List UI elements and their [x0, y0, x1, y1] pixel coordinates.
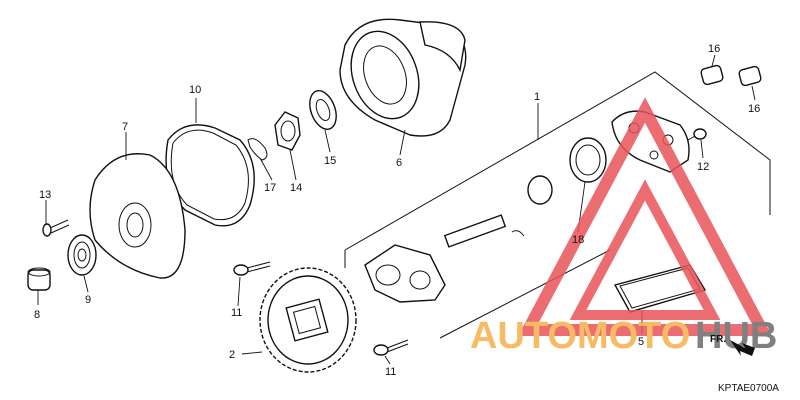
- pin-8: [27, 267, 51, 291]
- driven-gear-2: [259, 267, 357, 373]
- callout-7: 7: [122, 121, 128, 133]
- assembly-outline: [344, 71, 771, 251]
- assembly-outline-low: [439, 249, 611, 339]
- callout-12: 12: [697, 161, 709, 173]
- watermark-logo: AUTOMOTO HUB: [470, 97, 777, 357]
- callout-10: 10: [189, 84, 201, 96]
- watermark-triangle-outer: [518, 97, 772, 336]
- cover-plate-7: [89, 153, 186, 279]
- drawing-code: KPTAE0700A: [718, 383, 779, 394]
- dowel-16-b: [738, 65, 762, 87]
- inner-rotor: [527, 175, 553, 205]
- washer-15: [309, 90, 337, 130]
- callout-2: 2: [229, 349, 235, 361]
- callout-1: 1: [534, 91, 540, 103]
- callout-5: 5: [638, 336, 644, 348]
- callout-6: 6: [396, 157, 402, 169]
- front-direction-indicator: FR.: [710, 334, 755, 356]
- watermark-text-hub: HUB: [695, 315, 777, 357]
- outer-rotor: [569, 137, 607, 183]
- nut-14: [274, 111, 301, 151]
- clip-17: [247, 138, 268, 161]
- bolt-11-upper: [233, 261, 271, 276]
- pump-body: [364, 244, 446, 303]
- callout-18: 18: [572, 234, 584, 246]
- callout-14: 14: [290, 182, 302, 194]
- callout-15: 15: [324, 155, 336, 167]
- snap-ring: [511, 230, 525, 237]
- callout-labels: 1 2 5 6 7 8 9 10 11 11 12 13 14 15 16 16…: [34, 43, 760, 378]
- front-arrow-label: FR.: [710, 334, 726, 345]
- callout-17: 17: [264, 182, 276, 194]
- dowel-16-a: [700, 64, 724, 86]
- bolt-11-lower: [373, 339, 409, 356]
- bolt-13: [42, 219, 70, 237]
- callout-13: 13: [39, 189, 51, 201]
- callout-11-upper: 11: [231, 307, 242, 319]
- callout-9: 9: [85, 294, 91, 306]
- leader-lines: [37, 54, 756, 365]
- callout-16-lower: 16: [748, 103, 760, 115]
- watermark-triangle-inner: [569, 179, 721, 320]
- callout-8: 8: [34, 309, 40, 321]
- front-arrow-icon: [730, 340, 755, 356]
- callout-16-upper: 16: [708, 43, 720, 55]
- pump-shaft: [443, 214, 507, 248]
- pump-cover-body: [339, 18, 467, 137]
- bolt-12: [687, 128, 707, 141]
- callout-11-lower: 11: [385, 366, 396, 378]
- watermark-text-auto: AUTOMOTO: [470, 315, 690, 357]
- seal-9: [67, 234, 97, 276]
